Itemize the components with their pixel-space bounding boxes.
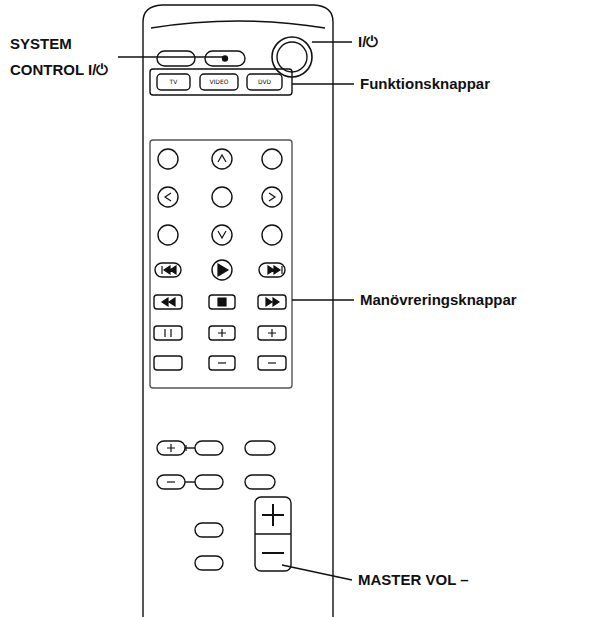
master-volume-rocker: [255, 497, 291, 571]
button-icon: [218, 298, 226, 306]
rect-button: [209, 356, 235, 370]
rect-button: [258, 356, 286, 370]
rect-button: [154, 356, 182, 370]
rect-button: [258, 326, 286, 340]
pill-button: [195, 441, 223, 455]
round-button: [158, 187, 178, 207]
pill-button: [157, 475, 185, 489]
button: [157, 51, 195, 66]
rect-button: [154, 326, 182, 340]
pill-button: [259, 263, 285, 277]
leader-line: [118, 56, 223, 57]
button-icon: [268, 362, 276, 363]
button-icon: [165, 193, 171, 201]
button-icon: [167, 481, 175, 482]
pill-button: [245, 475, 275, 489]
button-label: DVD: [247, 74, 282, 90]
pill-button: [195, 556, 223, 570]
callout-label: MASTER VOL –: [358, 567, 469, 593]
leader-line: [292, 299, 354, 300]
remote-body: [143, 5, 333, 617]
rect-button: [258, 295, 286, 309]
round-button: [158, 149, 178, 169]
rocker-divider: [255, 533, 291, 534]
button-icon: [218, 329, 226, 337]
round-button: [262, 225, 282, 245]
pill-button: [155, 263, 181, 277]
plus-sign: [262, 504, 284, 526]
minus-sign: [262, 552, 284, 554]
round-button: [212, 260, 232, 280]
pill-button: [195, 523, 223, 537]
power-button-inner: [277, 42, 307, 72]
rect-button: [209, 326, 235, 340]
pill-button: [195, 475, 223, 489]
callout-label: SYSTEM CONTROL I/⏻: [10, 31, 122, 83]
leader-line: [292, 83, 354, 84]
button-icon: [218, 362, 226, 363]
system-control-button: [205, 51, 245, 66]
button-icon: [162, 298, 175, 306]
button-icon: [218, 231, 226, 238]
callout-label: Funktionsknappar: [360, 71, 490, 97]
button-icon: [268, 329, 276, 337]
leader-line: [312, 41, 352, 42]
joining-line: [185, 481, 195, 482]
remote-top-line: [151, 21, 325, 28]
button-dot: [223, 56, 228, 61]
tv-button: [157, 74, 190, 90]
leader-line: [282, 565, 352, 580]
button-label: TV: [157, 74, 190, 90]
round-button: [158, 225, 178, 245]
button-icon: [165, 329, 171, 337]
callout-label: I/⏻: [358, 29, 378, 55]
dvd-button: [247, 74, 282, 90]
button-icon: [266, 298, 279, 306]
button-icon: [167, 444, 186, 452]
button-label: VIDEO: [200, 74, 238, 90]
round-button: [262, 149, 282, 169]
round-button: [262, 187, 282, 207]
video-button: [200, 74, 238, 90]
button-icon: [268, 266, 282, 274]
pill-button: [157, 441, 185, 455]
rect-button: [209, 295, 235, 309]
round-button: [212, 225, 232, 245]
rect-button: [154, 295, 182, 309]
button-icon: [269, 193, 275, 201]
function-panel: [150, 69, 292, 95]
operation-panel: [150, 140, 292, 388]
round-button: [212, 187, 232, 207]
callout-label: Manövreringsknappar: [360, 287, 517, 313]
round-button: [212, 149, 232, 169]
button-icon: [218, 155, 226, 162]
button-icon: [162, 266, 176, 274]
power-button: [272, 37, 312, 77]
button-icon: [218, 264, 228, 276]
pill-button: [245, 441, 275, 455]
